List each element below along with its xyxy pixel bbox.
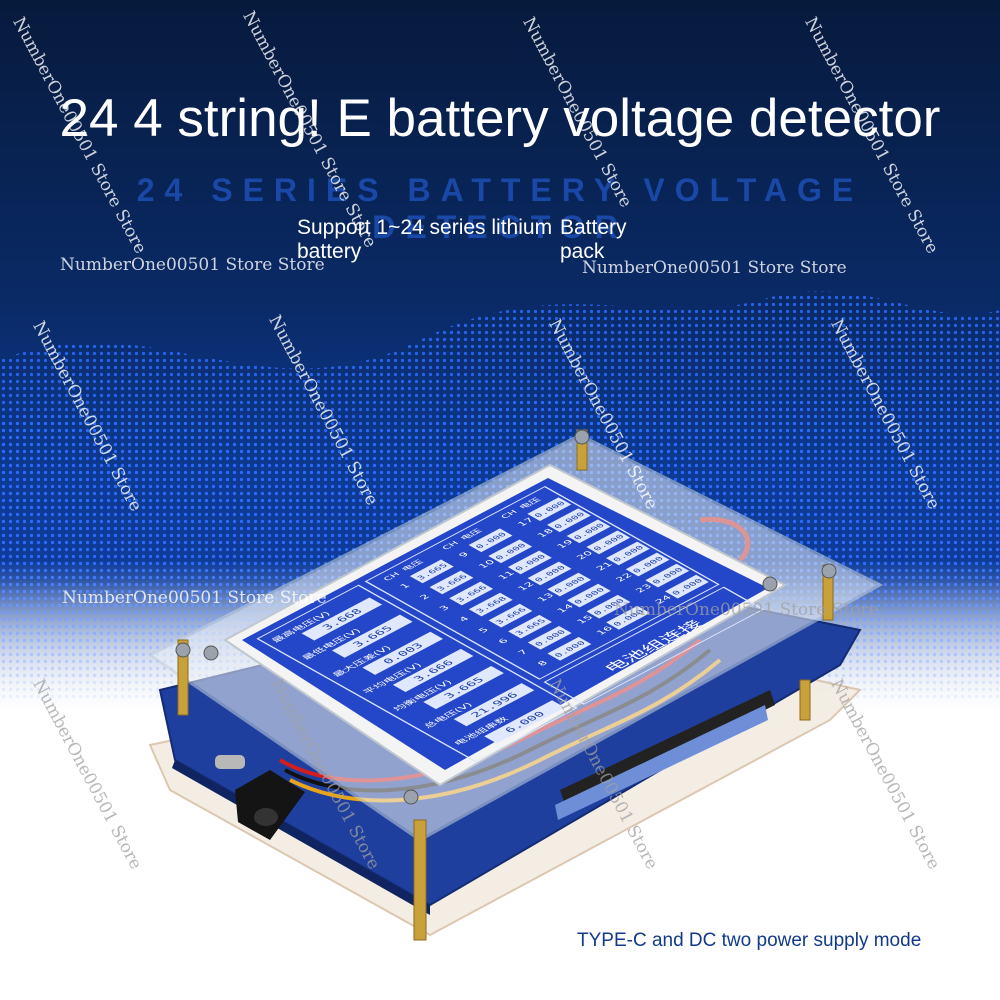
channel-number: 3 <box>438 604 452 612</box>
channel-number: 11 <box>496 570 517 581</box>
channel-value-box <box>547 637 592 661</box>
channel-number: 17 <box>516 517 537 528</box>
support-caption: Support 1~24 series lithium battery <box>297 216 553 263</box>
channel-value-box <box>468 592 513 617</box>
watermark: NumberOne00501 Store Store <box>614 600 879 620</box>
channel-value-box <box>527 497 572 521</box>
channel-number: 12 <box>516 581 537 592</box>
channel-number: 13 <box>536 592 557 603</box>
channel-number: 20 <box>575 550 596 561</box>
stat-value-box <box>423 665 504 710</box>
channel-number: 14 <box>555 603 576 614</box>
channel-value-box <box>586 530 631 555</box>
channel-value-box <box>507 550 552 575</box>
channel-value-box <box>645 563 690 588</box>
channel-number: 19 <box>555 539 576 550</box>
channel-number: 22 <box>614 572 635 583</box>
channel-value-box <box>488 603 533 628</box>
ch-header: CH <box>441 540 461 551</box>
stat-value-box <box>362 631 444 675</box>
channel-value-box <box>527 561 572 586</box>
channel-value-box <box>605 541 650 566</box>
channel-number: 6 <box>497 638 511 646</box>
channel-value-box <box>547 508 591 533</box>
channel-value-box <box>606 605 651 630</box>
channel-value-box <box>547 572 592 597</box>
channel-value-box <box>664 574 709 599</box>
type-c-port <box>215 755 245 769</box>
ch-header: CH <box>382 571 402 582</box>
battery-pack-caption: Battery pack <box>560 216 627 263</box>
channel-number: 9 <box>457 551 471 559</box>
channel-value-box <box>566 519 611 544</box>
channel-value-box <box>508 614 553 639</box>
pin-header <box>555 690 775 820</box>
channel-value-box <box>527 625 572 650</box>
english-subtitle: 24 SERIES BATTERY VOLTAGE DETECTOR <box>136 172 864 245</box>
channel-number: 4 <box>457 615 471 623</box>
stat-value-box <box>392 648 474 692</box>
channel-value-box <box>409 559 454 584</box>
stat-value-box <box>301 597 383 641</box>
channel-number: 16 <box>595 625 616 636</box>
stat-value-box <box>453 683 535 727</box>
channel-number: 2 <box>418 593 432 601</box>
channel-number: 24 <box>653 594 674 605</box>
ch-header: CH <box>500 509 520 520</box>
channel-value-box <box>586 594 631 619</box>
watermark: NumberOne00501 Store Store <box>60 255 325 275</box>
stat-value-box <box>331 614 413 658</box>
channel-number: 18 <box>536 528 557 539</box>
channel-value-box <box>449 581 494 606</box>
channel-number: 5 <box>477 627 491 635</box>
channel-number: 23 <box>634 583 655 594</box>
stat-value-box <box>484 700 565 744</box>
dc-jack <box>235 770 305 840</box>
watermark: NumberOne00501 Store Store <box>62 588 327 608</box>
channel-number: 8 <box>536 660 550 668</box>
channel-number: 15 <box>575 614 596 625</box>
brass-standoffs <box>177 429 834 941</box>
channel-value-box <box>566 583 611 608</box>
page-title: 24 4 string! E battery voltage detector <box>59 89 941 148</box>
channel-value-box <box>488 539 533 564</box>
channel-number: 21 <box>595 561 616 572</box>
screws <box>175 429 837 805</box>
channel-value-box <box>625 552 670 577</box>
watermark: NumberOne00501 Store Store <box>582 258 847 278</box>
channel-value-box <box>429 570 474 595</box>
channel-number: 7 <box>516 649 530 657</box>
channel-value-box <box>468 528 513 553</box>
channel-number: 1 <box>398 582 412 590</box>
power-supply-caption: TYPE-C and DC two power supply mode <box>577 930 922 951</box>
channel-number: 10 <box>477 559 498 570</box>
